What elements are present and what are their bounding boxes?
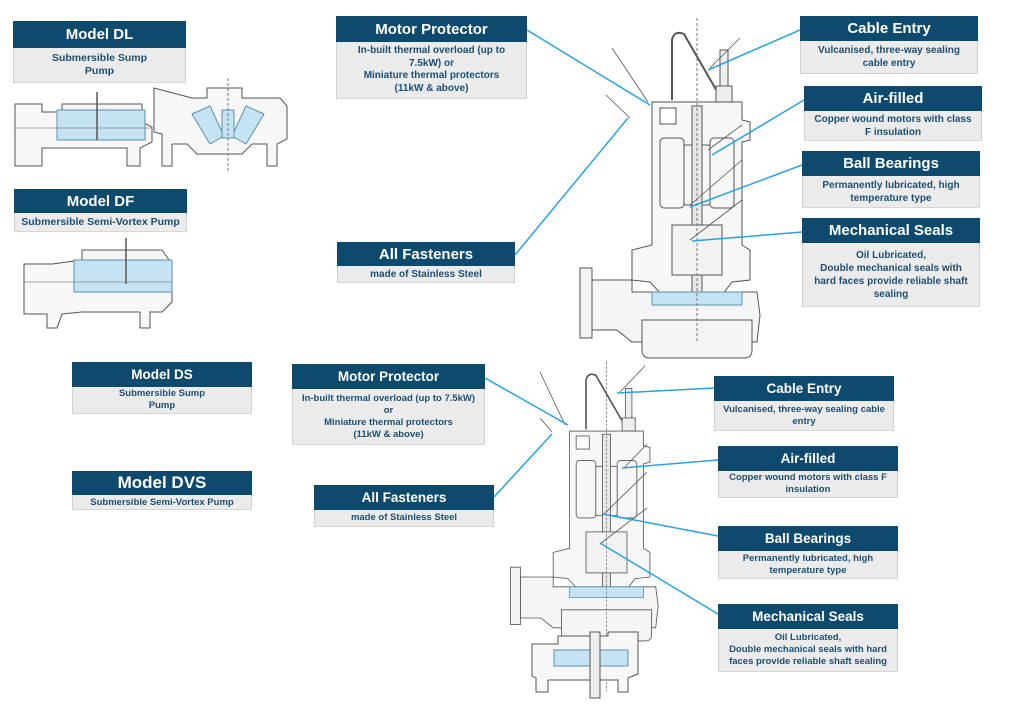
leader-top-all-fasteners: [514, 117, 629, 256]
bottom-cable-entry-text: Vulcanised, three-way sealing cable entr…: [714, 401, 894, 431]
bottom-air-filled-title: Air-filled: [718, 446, 898, 471]
top-motor-protector-card: Motor Protector In-built thermal overloa…: [336, 16, 527, 99]
leader-bottom-air-filled: [621, 459, 719, 469]
top-ball-bearings-text: Permanently lubricated, high temperature…: [802, 176, 980, 208]
model-dl-subtitle: Submersible Sump Pump: [13, 48, 186, 83]
top-cable-entry-text: Vulcanised, three-way sealing cable entr…: [800, 41, 978, 74]
top-cable-entry-card: Cable Entry Vulcanised, three-way sealin…: [800, 16, 978, 74]
top-all-fasteners-text: made of Stainless Steel: [337, 266, 515, 283]
top-mechanical-seals-card: Mechanical Seals Oil Lubricated, Double …: [802, 218, 980, 307]
model-ds-subtitle: Submersible Sump Pump: [72, 387, 252, 414]
leader-top-air-filled: [711, 99, 805, 156]
model-df-card: Model DF Submersible Semi-Vortex Pump: [14, 189, 187, 232]
grey-pointer-lines: [539, 37, 743, 545]
bottom-mechanical-seals-card: Mechanical Seals Oil Lubricated, Double …: [718, 604, 898, 672]
top-ball-bearings-title: Ball Bearings: [802, 151, 980, 176]
top-motor-protector-text: In-built thermal overload (up to 7.5kW) …: [336, 42, 527, 99]
leader-top-cable-entry: [707, 29, 801, 71]
top-air-filled-title: Air-filled: [804, 86, 982, 111]
bottom-ball-bearings-text: Permanently lubricated, high temperature…: [718, 551, 898, 579]
leader-bottom-ball-bearings: [602, 513, 719, 537]
top-all-fasteners-title: All Fasteners: [337, 242, 515, 266]
bottom-mechanical-seals-title: Mechanical Seals: [718, 604, 898, 629]
model-dl-card: Model DL Submersible Sump Pump: [13, 21, 186, 83]
leader-top-mechanical-seals: [691, 231, 803, 242]
model-dl-title: Model DL: [13, 21, 186, 48]
model-ds-title: Model DS: [72, 362, 252, 387]
bottom-ball-bearings-title: Ball Bearings: [718, 526, 898, 551]
top-pump-drawing: [579, 18, 761, 359]
model-dl-drawing-left: [14, 92, 153, 167]
leader-bottom-mechanical-seals: [599, 542, 719, 615]
leader-top-ball-bearings: [689, 164, 803, 208]
bottom-cable-entry-card: Cable Entry Vulcanised, three-way sealin…: [714, 376, 894, 431]
top-mechanical-seals-text: Oil Lubricated, Double mechanical seals …: [802, 243, 980, 307]
model-ds-card: Model DS Submersible Sump Pump: [72, 362, 252, 414]
model-df-drawing: [23, 238, 173, 329]
bottom-air-filled-text: Copper wound motors with class F insulat…: [718, 471, 898, 498]
bottom-mechanical-seals-text: Oil Lubricated, Double mechanical seals …: [718, 629, 898, 672]
model-dvs-title: Model DVS: [72, 471, 252, 495]
top-air-filled-card: Air-filled Copper wound motors with clas…: [804, 86, 982, 141]
bottom-all-fasteners-card: All Fasteners made of Stainless Steel: [314, 485, 494, 527]
top-all-fasteners-card: All Fasteners made of Stainless Steel: [337, 242, 515, 283]
leader-bottom-all-fasteners: [493, 433, 553, 498]
leader-top-motor-protector: [526, 29, 651, 106]
bottom-volute-drawing: [531, 631, 639, 699]
bottom-motor-protector-card: Motor Protector In-built thermal overloa…: [292, 364, 485, 445]
bottom-motor-protector-text: In-built thermal overload (up to 7.5kW) …: [292, 389, 485, 445]
bottom-all-fasteners-text: made of Stainless Steel: [314, 510, 494, 527]
leader-bottom-motor-protector: [484, 377, 569, 426]
blue-leader-lines: [484, 29, 805, 615]
model-dvs-subtitle: Submersible Semi-Vortex Pump: [72, 495, 252, 510]
bottom-all-fasteners-title: All Fasteners: [314, 485, 494, 510]
model-dvs-card: Model DVS Submersible Semi-Vortex Pump: [72, 471, 252, 510]
top-mechanical-seals-title: Mechanical Seals: [802, 218, 980, 243]
bottom-cable-entry-title: Cable Entry: [714, 376, 894, 401]
leader-bottom-cable-entry: [616, 387, 715, 394]
model-dl-drawing-right: [153, 78, 288, 172]
bottom-air-filled-card: Air-filled Copper wound motors with clas…: [718, 446, 898, 498]
bottom-motor-protector-title: Motor Protector: [292, 364, 485, 389]
model-df-subtitle: Submersible Semi-Vortex Pump: [14, 213, 187, 232]
model-df-title: Model DF: [14, 189, 187, 213]
bottom-ball-bearings-card: Ball Bearings Permanently lubricated, hi…: [718, 526, 898, 579]
top-cable-entry-title: Cable Entry: [800, 16, 978, 41]
top-motor-protector-title: Motor Protector: [336, 16, 527, 42]
top-ball-bearings-card: Ball Bearings Permanently lubricated, hi…: [802, 151, 980, 208]
top-air-filled-text: Copper wound motors with class F insulat…: [804, 111, 982, 141]
